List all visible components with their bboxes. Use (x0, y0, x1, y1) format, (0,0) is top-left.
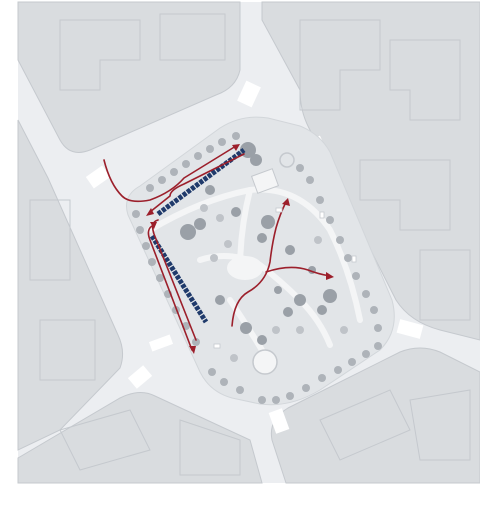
flow-arrow-icon (265, 266, 331, 277)
block-bottom-right (270, 347, 480, 484)
trees (132, 132, 382, 404)
flow-arrow-icon (146, 208, 154, 216)
flow-arrow-icon (282, 198, 290, 206)
flow-arrowheads (146, 144, 334, 354)
flow-arrow-icon (150, 222, 157, 229)
kiosk-ring (279, 152, 295, 168)
block-left (17, 119, 124, 451)
city-blocks (17, 1, 480, 484)
central-plaza (227, 256, 263, 280)
flow-arrow-icon (326, 272, 334, 280)
block-top-left (17, 1, 241, 153)
fountain (252, 349, 278, 375)
flow-arrow-icon (147, 225, 193, 351)
building-outlines (29, 13, 471, 476)
flow-arrow-icon (232, 144, 240, 151)
kiosk (250, 168, 280, 194)
flow-arrow-icon (231, 201, 287, 327)
flow-arrow-icon (189, 346, 196, 354)
flow-arrow-icon (103, 145, 237, 203)
path-markers (213, 207, 357, 349)
block-bottom-left (17, 392, 263, 484)
flow-arrow-icon (149, 153, 245, 213)
